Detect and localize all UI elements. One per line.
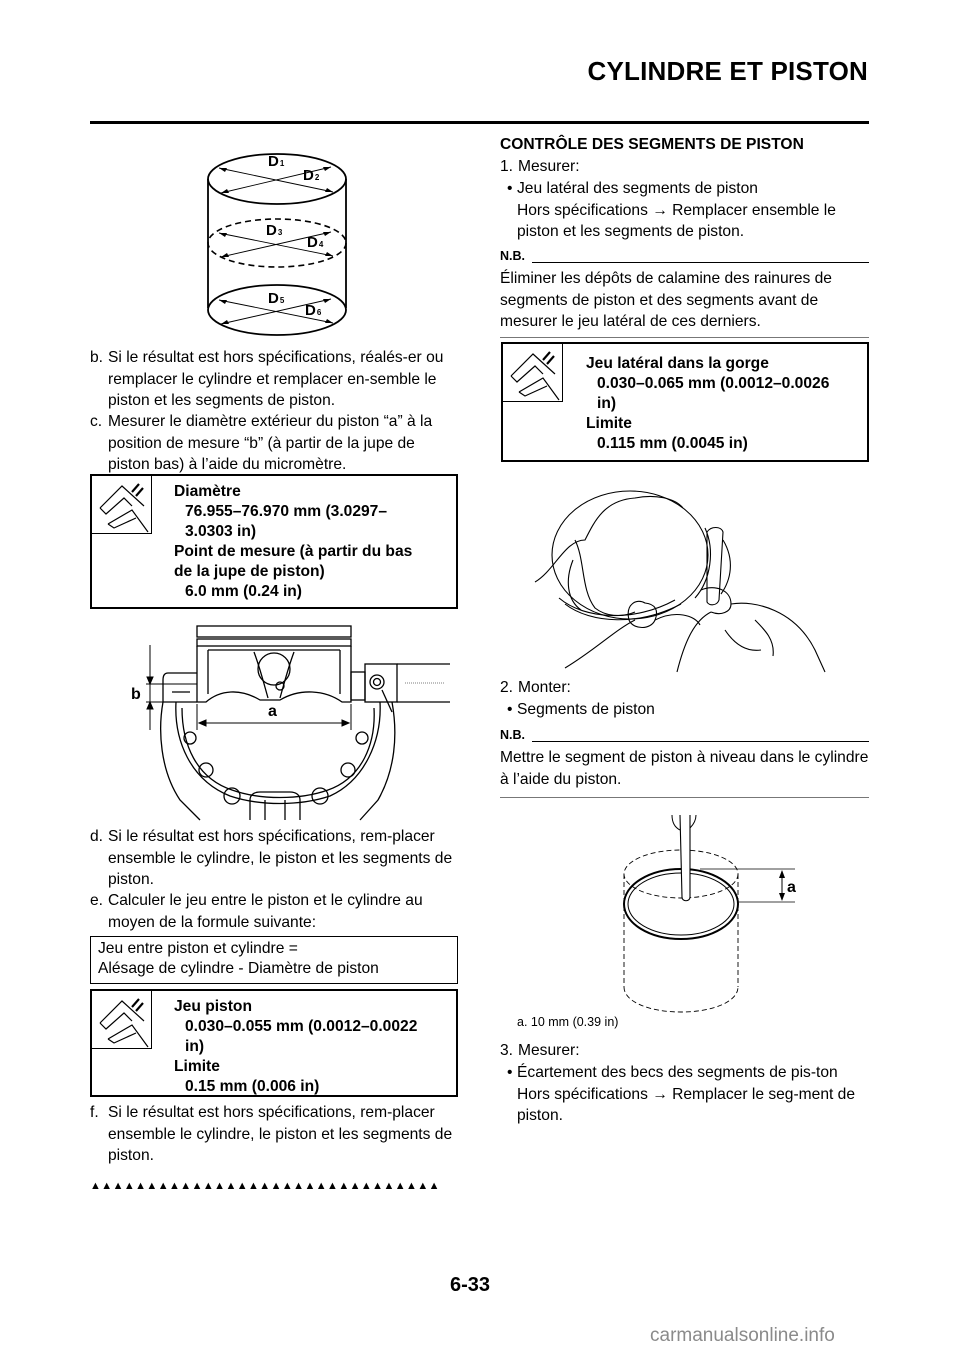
- step-3-label: 3.: [500, 1042, 514, 1059]
- bullet-text: Écartement des becs des segments de pis-…: [517, 1064, 838, 1081]
- formula-line-2: Alésage de cylindre - Diamètre de piston: [98, 960, 379, 977]
- note-label: N.B.: [500, 728, 525, 742]
- step-c-label: c.: [90, 413, 103, 430]
- page-title: CYLINDRE ET PISTON: [587, 56, 868, 86]
- spec-value: 3.0303 in): [185, 523, 257, 540]
- step-c: c. Mesurer le diamètre extérieur du pisto…: [90, 411, 460, 476]
- step-3-bullet: • Écartement des becs des segments de pi…: [500, 1062, 870, 1127]
- bullet-text: Segments de piston: [517, 701, 655, 718]
- spec-value: 0.030–0.055 mm (0.0012–0.0022: [185, 1018, 418, 1035]
- caliper-icon: [503, 344, 563, 402]
- ring-in-cylinder-diagram: a: [623, 814, 796, 1013]
- section-title: CONTRÔLE DES SEGMENTS DE PISTON: [500, 136, 804, 153]
- label-d3: D3: [266, 222, 283, 239]
- spec-limit-label: Limite: [174, 1058, 220, 1075]
- caliper-icon: [92, 476, 152, 534]
- note-text: Mettre le segment de piston à niveau dan…: [500, 749, 869, 788]
- note-end-rule: [500, 797, 869, 798]
- bullet-icon: •: [507, 701, 513, 718]
- bullet-detail: Hors spécifications → Remplacer ensemble…: [517, 201, 836, 241]
- spec-box-piston-clearance: Jeu piston 0.030–0.055 mm (0.0012–0.0022…: [90, 989, 458, 1097]
- step-1-bullet: • Jeu latéral des segments de piston Hor…: [500, 178, 870, 243]
- watermark-link[interactable]: carmanualsonline.info: [650, 1325, 835, 1346]
- note-end-rule: [500, 337, 869, 338]
- step-2-text: Monter:: [518, 679, 571, 696]
- label-d5: D5: [268, 290, 285, 307]
- spec-box-side-clearance: Jeu latéral dans la gorge 0.030–0.065 mm…: [501, 342, 869, 462]
- spec-value: 0.030–0.065 mm (0.0012–0.0026: [597, 375, 830, 392]
- note-header: N.B.: [500, 728, 869, 744]
- bullet-icon: •: [507, 1064, 513, 1081]
- spec-limit-label: Limite: [586, 415, 632, 432]
- step-b: b.Si le résultat est hors spécifications…: [90, 347, 460, 412]
- formula-box: Jeu entre piston et cylindre = Alésage d…: [90, 936, 458, 984]
- step-d-label: d.: [90, 828, 104, 845]
- spec-text-diameter: Diamètre 76.955–76.970 mm (3.0297– 3.030…: [174, 482, 412, 602]
- page-number: 6-33: [450, 1274, 491, 1296]
- spec-text-side-clearance: Jeu latéral dans la gorge 0.030–0.065 mm…: [586, 354, 829, 454]
- step-1: 1.Mesurer:: [500, 156, 870, 178]
- note-label: N.B.: [500, 249, 525, 263]
- note-rule: [532, 262, 869, 263]
- spec-value: in): [185, 1038, 205, 1055]
- note-rule: [532, 741, 869, 742]
- step-e: e.Calculer le jeu entre le piston et le …: [90, 890, 460, 933]
- label-b: b: [131, 686, 141, 703]
- step-2: 2.Monter:: [500, 677, 870, 699]
- spec-title: Diamètre: [174, 483, 241, 500]
- note-text: Éliminer les dépôts de calamine des rain…: [500, 270, 832, 330]
- formula-line-1: Jeu entre piston et cylindre =: [98, 940, 298, 957]
- spec-title: Jeu piston: [174, 998, 252, 1015]
- label-a: a: [787, 879, 796, 896]
- step-f-text: Si le résultat est hors spécifications, …: [108, 1104, 453, 1164]
- spec-subvalue: 6.0 mm (0.24 in): [185, 583, 302, 600]
- caliper-icon: [92, 991, 152, 1049]
- step-1-text: Mesurer:: [518, 158, 580, 175]
- step-3-text: Mesurer:: [518, 1042, 580, 1059]
- note-header: N.B.: [500, 249, 869, 265]
- spec-subtitle: Point de mesure (à partir du bas: [174, 543, 413, 560]
- bullet-detail: Hors spécifications → Remplacer le seg-m…: [517, 1085, 855, 1125]
- cylinder-measurement-diagram: D1 D2 D3 D4 D5 D6: [207, 153, 347, 336]
- step-c-text: Mesurer le diamètre extérieur du piston …: [108, 413, 433, 473]
- step-d: d.Si le résultat est hors spécifications…: [90, 826, 460, 891]
- label-a: a: [268, 703, 277, 720]
- spec-title: Jeu latéral dans la gorge: [586, 355, 769, 372]
- step-e-text: Calculer le jeu entre le piston et le cy…: [108, 892, 423, 931]
- bullet-icon: •: [507, 180, 513, 197]
- step-d-text: Si le résultat est hors spécifications, …: [108, 828, 453, 888]
- step-1-label: 1.: [500, 158, 514, 175]
- section-end-marker: ▲▲▲▲▲▲▲▲▲▲▲▲▲▲▲▲▲▲▲▲▲▲▲▲▲▲▲▲▲▲▲: [90, 1180, 440, 1192]
- spec-subtitle: de la jupe de piston): [174, 563, 325, 580]
- spec-box-diameter: Diamètre 76.955–76.970 mm (3.0297– 3.030…: [90, 474, 458, 609]
- step-f-label: f.: [90, 1104, 99, 1121]
- step-2-bullet: • Segments de piston: [500, 699, 870, 721]
- spec-limit-value: 0.15 mm (0.006 in): [185, 1078, 320, 1095]
- bullet-text: Jeu latéral des segments de piston: [517, 180, 758, 197]
- step-e-label: e.: [90, 892, 104, 909]
- step-2-label: 2.: [500, 679, 514, 696]
- micrometer-piston-diagram: a b: [131, 625, 450, 821]
- label-d6: D6: [305, 302, 322, 319]
- spec-text-clearance: Jeu piston 0.030–0.055 mm (0.0012–0.0022…: [174, 997, 417, 1097]
- step-3: 3.Mesurer:: [500, 1040, 870, 1062]
- label-d2: D2: [303, 167, 320, 184]
- spec-value: in): [597, 395, 617, 412]
- figure-caption: a. 10 mm (0.39 in): [517, 1015, 619, 1029]
- spec-limit-value: 0.115 mm (0.0045 in): [597, 435, 748, 452]
- piston-ring-side-clearance-illustration: [534, 490, 826, 673]
- step-b-text: Si le résultat est hors spécifications, …: [108, 349, 444, 409]
- label-d1: D1: [268, 153, 285, 170]
- header-rule: [90, 121, 869, 124]
- spec-value: 76.955–76.970 mm (3.0297–: [185, 503, 388, 520]
- label-d4: D4: [307, 234, 324, 251]
- step-f: f. Si le résultat est hors spécifications…: [90, 1102, 460, 1167]
- step-b-label: b.: [90, 349, 104, 366]
